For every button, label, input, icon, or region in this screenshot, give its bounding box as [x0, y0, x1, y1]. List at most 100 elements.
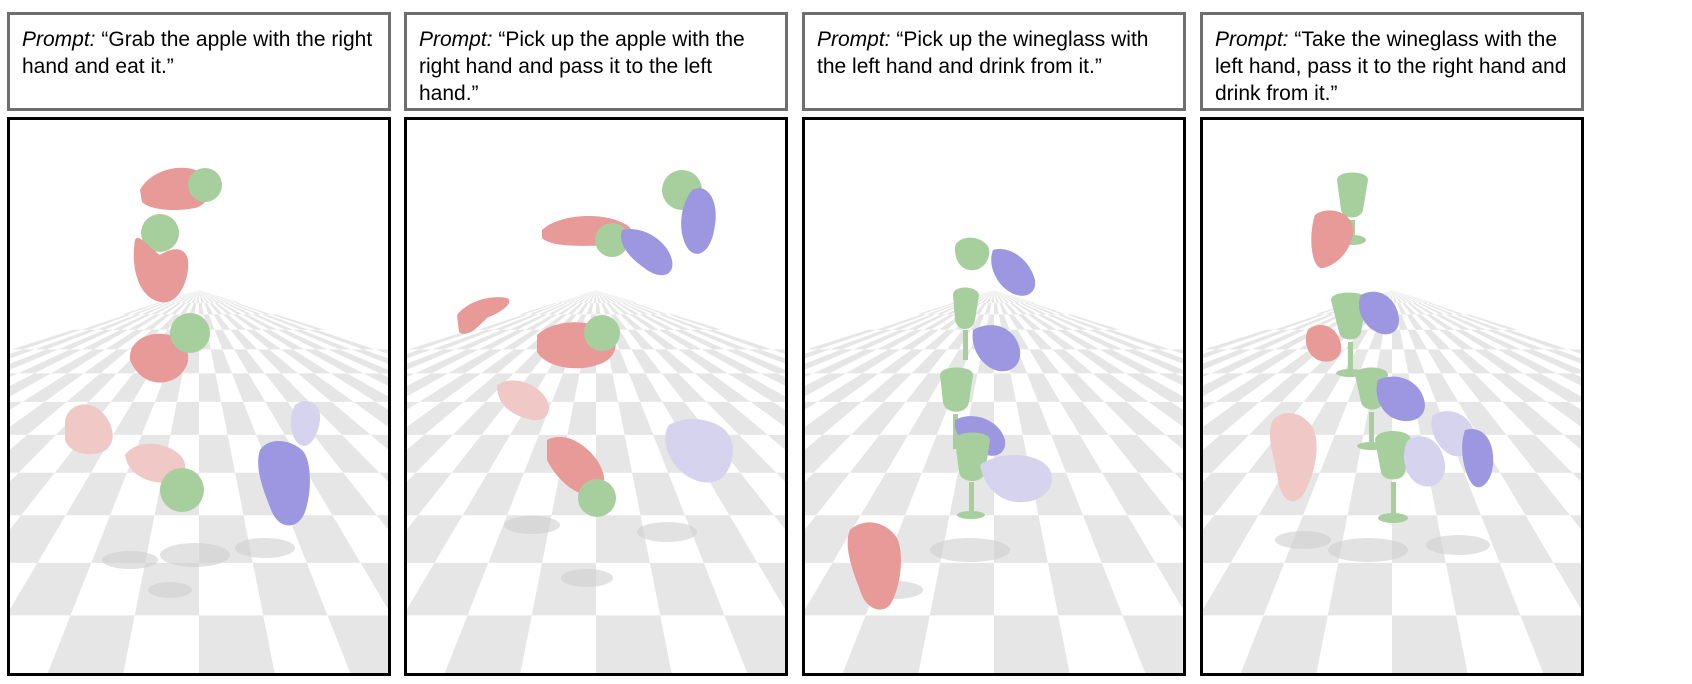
floor-tile: [519, 302, 558, 315]
floor-tile: [210, 295, 230, 303]
floor-tile: [528, 302, 563, 315]
floor-tile: [596, 373, 619, 402]
floor-tile: [1416, 314, 1440, 330]
floor-tile: [407, 562, 489, 616]
floor-tile: [58, 329, 113, 350]
floor-tile: [603, 295, 617, 303]
floor-tile: [611, 295, 637, 303]
floor-tile: [999, 295, 1010, 303]
floor-tile: [197, 290, 199, 292]
floor-tile: [995, 295, 1000, 303]
floor-tile: [224, 302, 252, 315]
floor-tile: [199, 615, 275, 673]
floor-tile: [596, 291, 598, 296]
floor-tile: [981, 295, 990, 303]
floor-tile: [1203, 434, 1249, 473]
floor-tile: [47, 615, 135, 673]
floor-tile: [1385, 291, 1391, 296]
floor-tile: [190, 291, 198, 296]
wineglass-frame: [1355, 367, 1425, 450]
floor-tile: [605, 295, 622, 303]
floor-tile: [128, 314, 161, 330]
floor-tile: [1082, 515, 1156, 563]
floor-tile: [1203, 562, 1285, 616]
floor-tile: [1401, 295, 1418, 303]
floor-tile: [588, 295, 594, 303]
scene-box-2: [404, 117, 788, 676]
wineglass-frame: [953, 287, 1021, 372]
floor-tile: [813, 349, 877, 374]
render-scene-4: [1203, 172, 1581, 673]
floor-tile: [1406, 314, 1424, 330]
apple-icon: [160, 468, 204, 512]
floor-tile: [805, 401, 818, 410]
checkered-floor: [1203, 290, 1581, 673]
floor-tile: [1387, 291, 1392, 296]
floor-tile: [34, 329, 97, 350]
floor-tile: [597, 291, 606, 296]
floor-tile: [219, 302, 243, 315]
shadows: [102, 538, 295, 598]
floor-tile: [1274, 314, 1325, 330]
floor-tile: [845, 349, 901, 374]
floor-tile: [1092, 373, 1149, 402]
floor-tile: [200, 291, 207, 296]
floor-tile: [997, 291, 1010, 296]
floor-tile: [974, 302, 987, 315]
floor-tile: [1425, 314, 1455, 330]
floor-tile: [18, 349, 82, 374]
floor-tile: [1103, 329, 1170, 350]
floor-tile: [407, 401, 420, 410]
floor-tile: [829, 329, 892, 350]
floor-tile: [1243, 349, 1299, 374]
floor-tile: [591, 291, 596, 296]
floor-tile: [596, 434, 633, 473]
panel-4: Prompt: “Take the wineglass with the lef…: [1200, 0, 1584, 684]
floor-tile: [900, 329, 940, 350]
floor-tile: [601, 302, 611, 315]
floor-tile: [917, 302, 956, 315]
right-hand-frame: [65, 404, 113, 455]
floor-tile: [131, 302, 166, 315]
floor-tile: [1523, 373, 1581, 402]
floor-tile: [648, 314, 691, 330]
floor-tile: [179, 302, 192, 315]
floor-tile: [1076, 349, 1126, 374]
floor-tile: [196, 291, 199, 296]
floor-tile: [661, 373, 707, 402]
floor-tile: [994, 373, 1017, 402]
floor-tile: [1464, 314, 1518, 330]
prompt-text: “Grab the apple with the right hand and …: [22, 28, 373, 78]
floor-tile: [632, 472, 685, 516]
floor-tile: [189, 302, 197, 315]
floor-tile: [1059, 373, 1105, 402]
floor-tile: [547, 302, 574, 315]
floor-tile: [1393, 295, 1398, 303]
floor-tile: [201, 291, 211, 296]
floor-tile: [202, 295, 210, 303]
floor-tile: [407, 401, 464, 435]
prompt-box-4: Prompt: “Take the wineglass with the lef…: [1200, 12, 1584, 111]
floor-tile: [1024, 302, 1057, 315]
floor-tile: [1553, 562, 1581, 610]
floor-tile: [1227, 329, 1290, 350]
floor-tile: [1005, 295, 1025, 303]
floor-tile: [1240, 615, 1328, 673]
floor-tile: [599, 295, 607, 303]
panel-3: Prompt: “Pick up the wineglass with the …: [802, 0, 1186, 684]
floor-tile: [66, 373, 117, 402]
left-hand-frame: [621, 229, 673, 276]
floor-tile: [1395, 295, 1403, 303]
floor-tile: [234, 302, 272, 315]
floor-tile: [150, 302, 177, 315]
floor-tile: [160, 302, 182, 315]
floor-tile: [994, 615, 1070, 673]
floor-tile: [264, 373, 310, 402]
floor-tile: [598, 291, 608, 296]
floor-tile: [525, 314, 558, 330]
scene-box-3: [802, 117, 1186, 676]
floor-tile: [1500, 472, 1570, 516]
floor-tile: [891, 314, 937, 330]
floor-tile: [1486, 329, 1545, 350]
floor-tile: [991, 295, 994, 303]
